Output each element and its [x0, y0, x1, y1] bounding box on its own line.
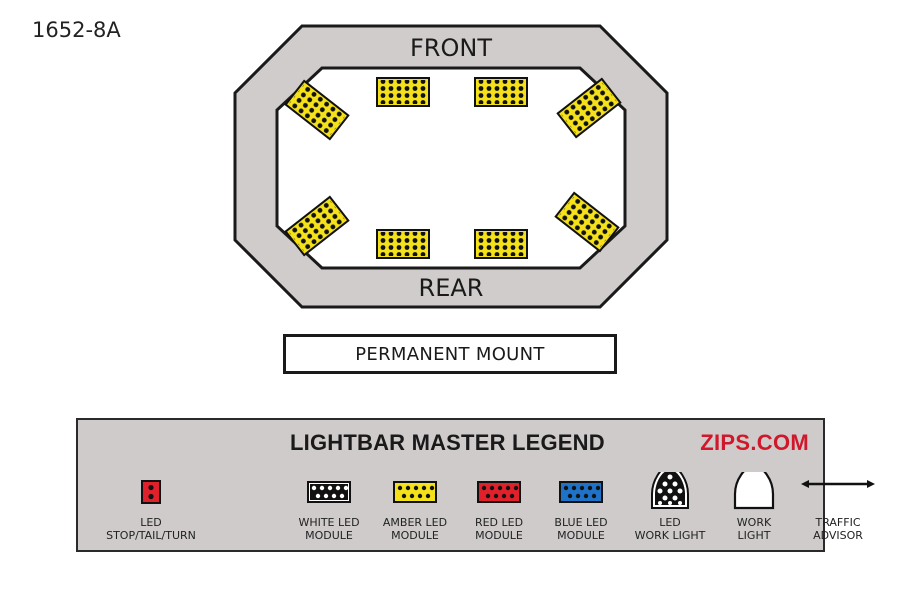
- white-led-module-icon: [307, 481, 351, 503]
- front-inner-right-module: [474, 77, 528, 107]
- rear-right-corner-module: [554, 191, 620, 253]
- mount-label: PERMANENT MOUNT: [355, 343, 545, 365]
- front-right-corner-module: [556, 77, 622, 139]
- rear-inner-left-module: [376, 229, 430, 259]
- lightbar-inner-cutout: [275, 66, 627, 270]
- amber-led-module-icon: [393, 481, 437, 503]
- front-inner-left-module: [376, 77, 430, 107]
- legend-label: TRAFFIC ADVISOR: [813, 516, 863, 542]
- front-label: FRONT: [410, 34, 492, 62]
- legend-item-led-stop-tail-turn: LED STOP/TAIL/TURN: [96, 472, 206, 548]
- legend-title: LIGHTBAR MASTER LEGEND: [290, 430, 605, 455]
- part-number: 1652-8A: [32, 18, 121, 42]
- rear-inner-right-module: [474, 229, 528, 259]
- legend-item-work-light: WORK LIGHT: [699, 472, 809, 548]
- legend-label: WORK LIGHT: [736, 516, 772, 542]
- lightbar-diagram: FRONT REAR: [233, 24, 669, 309]
- red-led-module-icon: [477, 481, 521, 503]
- legend-label: LED WORK LIGHT: [634, 516, 706, 542]
- legend-label: WHITE LED MODULE: [298, 516, 360, 542]
- led-work-light-icon: [651, 472, 689, 509]
- legend-item-amber-led-module: AMBER LED MODULE: [360, 472, 470, 548]
- traffic-advisor-icon: [801, 480, 875, 488]
- lightbar-master-legend: LIGHTBAR MASTER LEGEND ZIPS.COM LED STOP…: [76, 418, 875, 552]
- legend-item-traffic-advisor: TRAFFIC ADVISOR: [783, 472, 893, 548]
- led-stop-tail-turn-icon: [141, 480, 161, 504]
- rear-label: REAR: [419, 274, 484, 302]
- rear-left-corner-module: [284, 195, 350, 257]
- legend-label: LED STOP/TAIL/TURN: [106, 516, 196, 542]
- permanent-mount-box: PERMANENT MOUNT: [283, 334, 617, 374]
- legend-brand: ZIPS.COM: [700, 430, 809, 455]
- legend-item-led-work-light: LED WORK LIGHT: [615, 472, 725, 548]
- legend-item-blue-led-module: BLUE LED MODULE: [526, 472, 636, 548]
- legend-item-red-led-module: RED LED MODULE: [444, 472, 554, 548]
- work-light-icon: [733, 472, 775, 510]
- legend-label: RED LED MODULE: [474, 516, 524, 542]
- legend-label: AMBER LED MODULE: [382, 516, 448, 542]
- legend-items: LED STOP/TAIL/TURN WHITE LED MODULE: [78, 472, 875, 548]
- legend-label: BLUE LED MODULE: [554, 516, 608, 542]
- front-left-corner-module: [284, 79, 350, 141]
- legend-item-white-led-module: WHITE LED MODULE: [274, 472, 384, 548]
- blue-led-module-icon: [559, 481, 603, 503]
